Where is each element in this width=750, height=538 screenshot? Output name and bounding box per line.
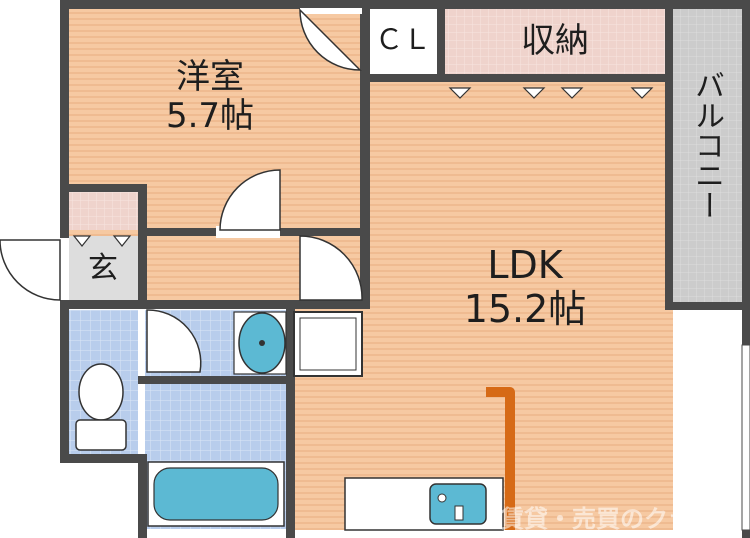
bathtub: [147, 461, 285, 527]
toilet: [75, 363, 127, 451]
storage-floor: [445, 8, 665, 76]
storage-label: 収納: [521, 21, 589, 61]
storage-hanger-marks: [72, 87, 654, 247]
closet-door-opening: [300, 8, 362, 14]
door-swings: [0, 8, 363, 373]
closet-floor: [368, 8, 438, 76]
counter-edge: [486, 387, 515, 530]
watermark: 賃貸・売買のクラスモ: [500, 506, 740, 533]
washbasin: [233, 311, 287, 375]
entrance-opening: [60, 238, 69, 300]
washing-machine-pan: [293, 311, 363, 377]
western-room-size: 5.7帖: [165, 96, 255, 137]
ldk-label: LDK 15.2帖: [440, 243, 610, 331]
kitchen-counter: [344, 477, 504, 531]
ldk-name: LDK: [487, 243, 563, 287]
closet-label: ＣＬ: [374, 23, 431, 56]
entrance-floor: [68, 236, 138, 300]
ldk-size: 15.2帖: [463, 286, 587, 331]
shoe-box: [68, 190, 138, 230]
western-room-name: 洋室: [176, 57, 244, 97]
balcony-label: バルコニー: [689, 70, 724, 220]
balcony-floor: [670, 8, 744, 303]
entrance-label: 玄: [88, 251, 118, 286]
western-room-label: 洋室 5.7帖: [130, 57, 290, 137]
ldk-window: [741, 344, 750, 531]
